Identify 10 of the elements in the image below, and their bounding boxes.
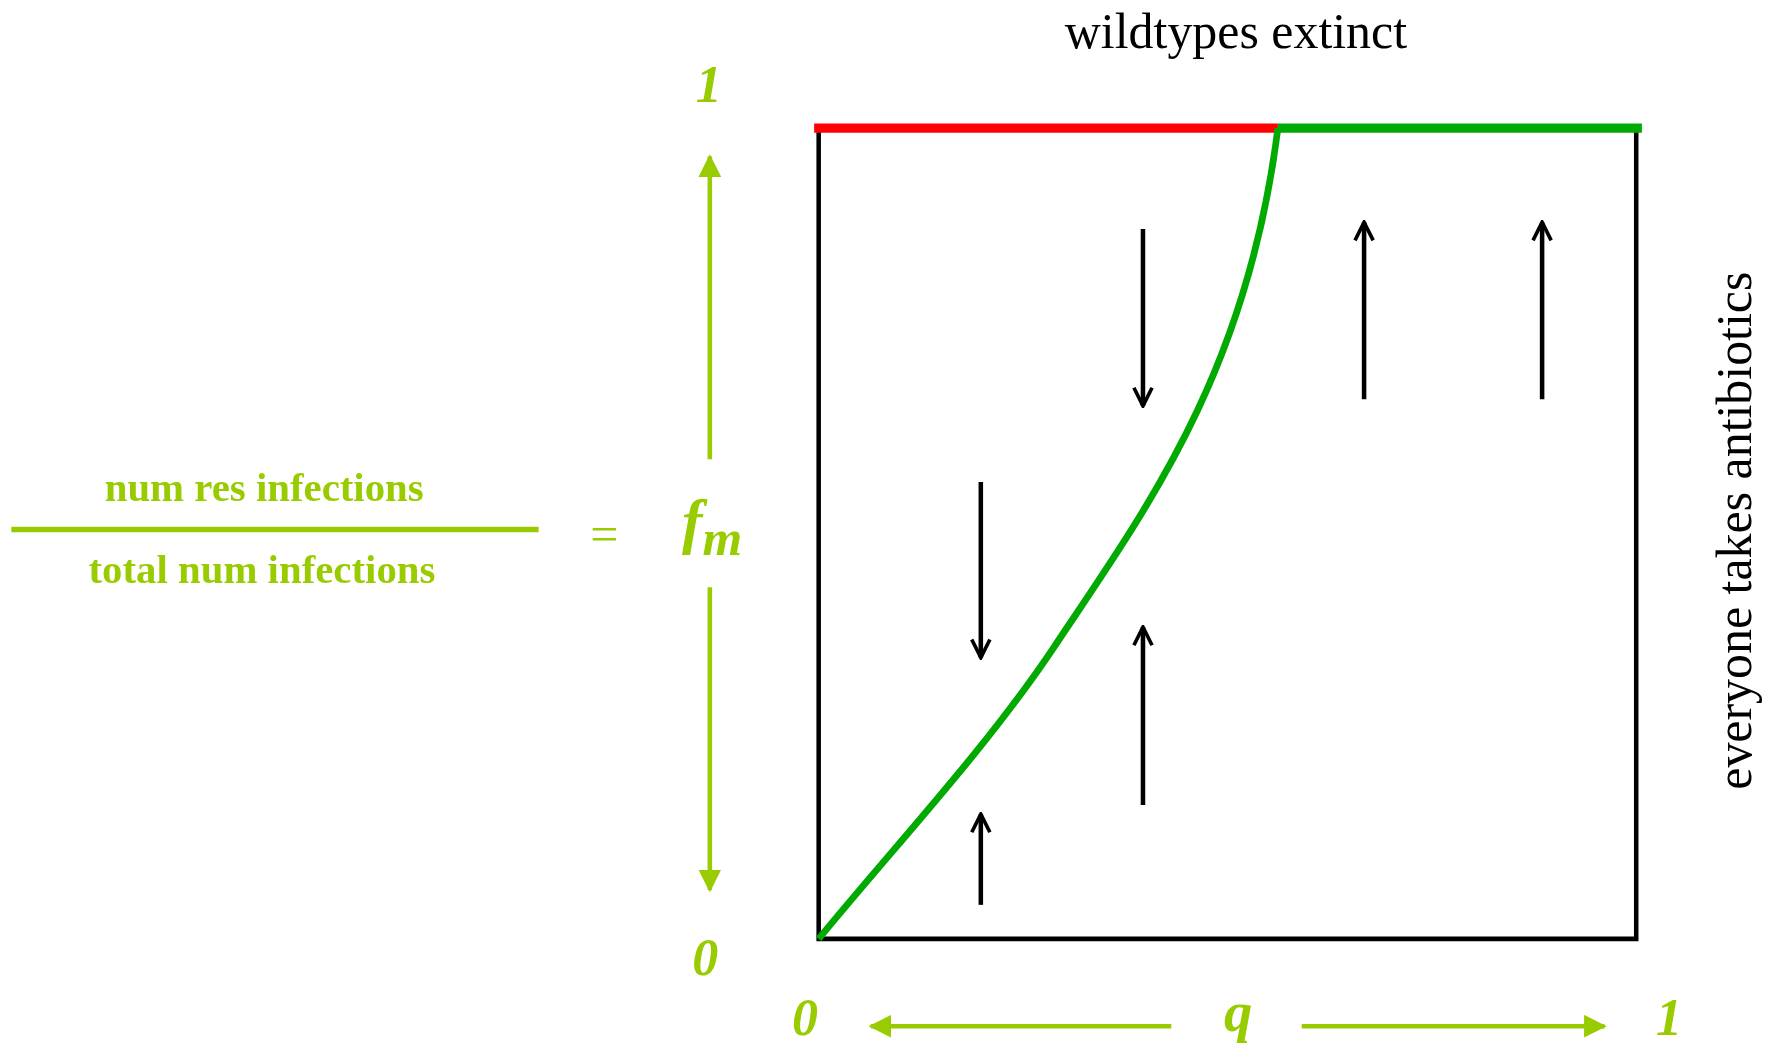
right-edge-label: everyone takes antibiotics: [1709, 271, 1760, 790]
axis-tick-label: 1: [695, 58, 722, 112]
axis-label: f$_{m}$: [682, 490, 743, 564]
fraction-numerator: num res infections: [104, 467, 424, 508]
axis-tick-label: 0: [792, 992, 819, 1045]
equals-sign: =: [590, 510, 619, 561]
axis-tick-label: 1: [1656, 992, 1683, 1045]
axis-tick-label: 0: [692, 932, 719, 985]
top-edge-label: wildtypes extinct: [1064, 6, 1408, 57]
fraction-denominator: total num infections: [88, 548, 436, 590]
